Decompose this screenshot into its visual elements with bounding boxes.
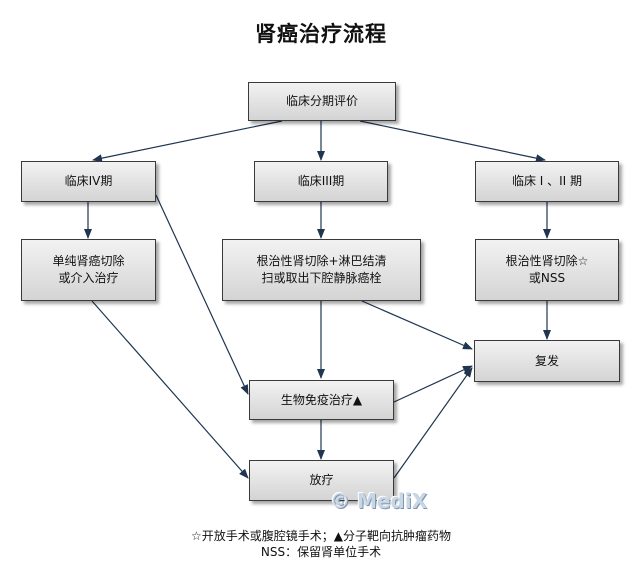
arrow-eval-to-stage4 (92, 120, 283, 163)
node-radical-nephrectomy-or-nss: 根治性肾切除☆ 或NSS (475, 239, 619, 301)
arrow-radical-to-relapse (361, 300, 473, 350)
node-stage-4: 临床IV期 (21, 161, 156, 202)
arrow-immuno-to-relapse (393, 365, 473, 403)
arrow-surgery-to-radio (91, 300, 249, 479)
arrow-radio-to-relapse (393, 367, 473, 479)
node-stage-1-2: 临床 I 、II 期 (475, 161, 619, 202)
node-clinical-staging: 临床分期评价 (248, 82, 396, 121)
node-nephrectomy-or-interventional: 单纯肾癌切除 或介入治疗 (21, 239, 156, 301)
watermark-logo: © MediX (330, 489, 428, 513)
legend-nss: NSS：保留肾单位手术 (260, 545, 382, 559)
node-relapse: 复发 (474, 340, 620, 382)
arrow-stage4-to-immuno (155, 194, 249, 395)
node-radiotherapy: 放疗 (249, 460, 394, 501)
page-title: 肾癌治疗流程 (255, 22, 387, 46)
node-radical-nephrectomy-lymphadenectomy: 根治性肾切除+淋巴结清 扫或取出下腔静脉癌栓 (222, 239, 421, 301)
node-immunotherapy: 生物免疫治疗▲ (249, 380, 394, 420)
legend-symbols: ☆开放手术或腹腔镜手术；▲分子靶向抗肿瘤药物 (191, 529, 451, 543)
node-stage-3: 临床III期 (254, 161, 388, 202)
arrow-eval-to-stage12 (359, 120, 546, 163)
